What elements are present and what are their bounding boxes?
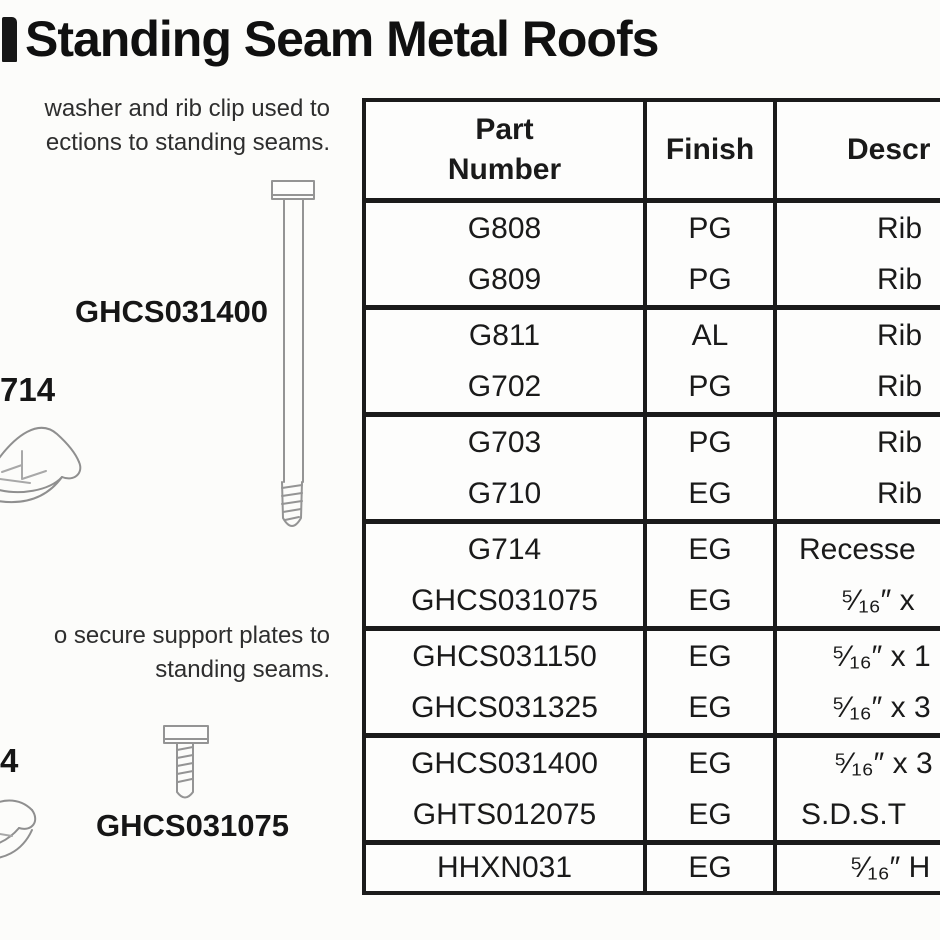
table-group-1: G808 PG Rib G809 PG Rib <box>366 203 940 310</box>
part-number-cell: HHXN031 <box>366 845 647 891</box>
title-cut-letter-fragment <box>2 17 17 62</box>
table-group-4: G714 EG Recesse GHCS031075 EG ⁵⁄₁₆″ x <box>366 524 940 631</box>
part-number-cell: G702 <box>366 361 647 412</box>
note-rib-clip-line2: ections to standing seams. <box>45 129 330 156</box>
header-description: Descr <box>847 133 931 166</box>
header-part-number: Part Number <box>366 102 647 198</box>
part-number-cell: GHCS031400 <box>366 738 647 789</box>
finish-cell: PG <box>647 417 777 468</box>
description-cell: ⁵⁄₁₆″ H <box>850 851 931 884</box>
label-4: 4 <box>0 742 19 779</box>
large-bolt-icon <box>271 180 315 527</box>
description-cell: S.D.S.T <box>801 797 907 831</box>
description-cell: Rib <box>877 369 923 403</box>
note-support-plates-line2: standing seams. <box>155 656 330 683</box>
description-cell: ⁵⁄₁₆″ x 3 <box>834 746 933 780</box>
part-number-cell: G811 <box>366 310 647 361</box>
label-ghcs031075: GHCS031075 <box>96 808 290 843</box>
part-number-cell: GHCS031150 <box>366 631 647 682</box>
finish-cell: PG <box>647 361 777 412</box>
table-row: HHXN031 EG ⁵⁄₁₆″ H <box>366 845 940 891</box>
part-number-cell: GHTS012075 <box>366 789 647 840</box>
rib-clip-bottom-icon <box>0 799 37 859</box>
table-row: G811 AL Rib <box>366 310 940 361</box>
note-support-plates-line1: o secure support plates to <box>53 622 330 649</box>
finish-cell: PG <box>647 254 777 305</box>
finish-cell: EG <box>647 789 777 840</box>
table-row: G809 PG Rib <box>366 254 940 305</box>
description-cell: Rib <box>877 476 923 510</box>
header-finish: Finish <box>647 102 777 198</box>
finish-cell: EG <box>647 575 777 626</box>
parts-table: Part Number Finish Descr G808 PG Rib G80… <box>362 98 940 895</box>
description-cell: Recesse <box>799 532 916 566</box>
part-number-cell: G808 <box>366 203 647 254</box>
table-row: GHCS031325 EG ⁵⁄₁₆″ x 3 <box>366 682 940 733</box>
part-number-cell: GHCS031325 <box>366 682 647 733</box>
description-cell: Rib <box>877 211 923 245</box>
table-row: GHCS031400 EG ⁵⁄₁₆″ x 3 <box>366 738 940 789</box>
table-row: GHCS031150 EG ⁵⁄₁₆″ x 1 <box>366 631 940 682</box>
table-group-2: G811 AL Rib G702 PG Rib <box>366 310 940 417</box>
finish-cell: EG <box>647 468 777 519</box>
label-714: 714 <box>0 371 56 408</box>
table-group-3: G703 PG Rib G710 EG Rib <box>366 417 940 524</box>
description-cell: Rib <box>877 318 923 352</box>
part-number-cell: G714 <box>366 524 647 575</box>
table-group-6: GHCS031400 EG ⁵⁄₁₆″ x 3 GHTS012075 EG S.… <box>366 738 940 845</box>
table-group-5: GHCS031150 EG ⁵⁄₁₆″ x 1 GHCS031325 EG ⁵⁄… <box>366 631 940 738</box>
note-rib-clip-line1: washer and rib clip used to <box>44 95 331 122</box>
finish-cell: EG <box>647 631 777 682</box>
note-support-plates: o secure support plates to standing seam… <box>54 619 330 687</box>
label-ghcs031400: GHCS031400 <box>75 294 269 329</box>
description-cell: ⁵⁄₁₆″ x 1 <box>832 639 931 673</box>
finish-cell: EG <box>647 845 777 891</box>
table-row: GHCS031075 EG ⁵⁄₁₆″ x <box>366 575 940 626</box>
note-rib-clip: washer and rib clip used to ections to s… <box>45 92 331 160</box>
table-group-7: HHXN031 EG ⁵⁄₁₆″ H <box>366 845 940 891</box>
finish-cell: EG <box>647 682 777 733</box>
page-title: Standing Seam Metal Roofs <box>25 11 659 67</box>
finish-cell: EG <box>647 524 777 575</box>
small-bolt-icon <box>163 725 209 799</box>
description-cell: ⁵⁄₁₆″ x 3 <box>832 690 931 724</box>
table-row: G714 EG Recesse <box>366 524 940 575</box>
table-header-row: Part Number Finish Descr <box>366 102 940 203</box>
finish-cell: EG <box>647 738 777 789</box>
finish-cell: AL <box>647 310 777 361</box>
part-number-cell: G703 <box>366 417 647 468</box>
finish-cell: PG <box>647 203 777 254</box>
rib-clip-top-icon <box>0 426 82 504</box>
table-row: GHTS012075 EG S.D.S.T <box>366 789 940 840</box>
part-number-cell: GHCS031075 <box>366 575 647 626</box>
description-cell: Rib <box>877 262 923 296</box>
table-row: G710 EG Rib <box>366 468 940 519</box>
table-row: G808 PG Rib <box>366 203 940 254</box>
table-row: G703 PG Rib <box>366 417 940 468</box>
description-cell: ⁵⁄₁₆″ x <box>841 583 915 617</box>
part-number-cell: G710 <box>366 468 647 519</box>
table-row: G702 PG Rib <box>366 361 940 412</box>
part-number-cell: G809 <box>366 254 647 305</box>
description-cell: Rib <box>877 425 923 459</box>
